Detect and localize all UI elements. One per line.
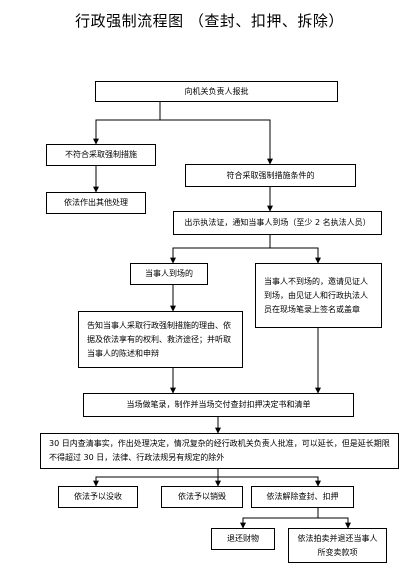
node-destroy: 依法予以销毁 — [161, 486, 243, 508]
node-other-handling: 依法作出其他处理 — [46, 192, 146, 214]
diagram-title: 行政强制流程图 （查封、扣押、拆除） — [75, 12, 344, 30]
node-inform-rights: 告知当事人采取行政强制措施的理由、依据及依法享有的权利、救济途径；并听取当事人的… — [78, 311, 243, 368]
node-record-decision: 当场做笔录，制作并当场交付查封扣押决定书和清单 — [83, 393, 354, 417]
node-auction-refund: 依法拍卖并退还当事人所变卖款项 — [288, 528, 387, 563]
node-party-absent: 当事人不到场的，邀请见证人到场，由见证人和行政执法人员在现场笔录上签名或盖章 — [255, 263, 382, 328]
node-party-present: 当事人到场的 — [130, 263, 208, 285]
node-confiscate: 依法予以没收 — [58, 486, 138, 508]
node-not-meet: 不符合采取强制措施 — [46, 144, 156, 166]
edge-report-meet — [159, 102, 273, 165]
node-decide-30days: 30 日内查清事实，作出处理决定，情况复杂的经行政机关负责人批准，可以延长，但是… — [40, 433, 399, 469]
node-return-property: 退还财物 — [211, 528, 275, 550]
node-release-seizure: 依法解除查封、扣押 — [251, 486, 354, 508]
node-report: 向机关负责人报批 — [95, 81, 338, 102]
edge-report-notmeet — [93, 102, 161, 145]
edge-decide-confiscate — [93, 469, 219, 487]
edge-showcert-present — [170, 235, 271, 264]
edge-showcert-absent — [269, 235, 321, 264]
edge-release-return — [240, 508, 319, 529]
edge-release-auction — [317, 508, 351, 529]
node-meet: 符合采取强制措施条件的 — [185, 164, 356, 187]
edge-decide-release — [217, 469, 321, 487]
node-show-cert: 出示执法证，通知当事人到场（至少 2 名执法人员） — [173, 211, 382, 235]
